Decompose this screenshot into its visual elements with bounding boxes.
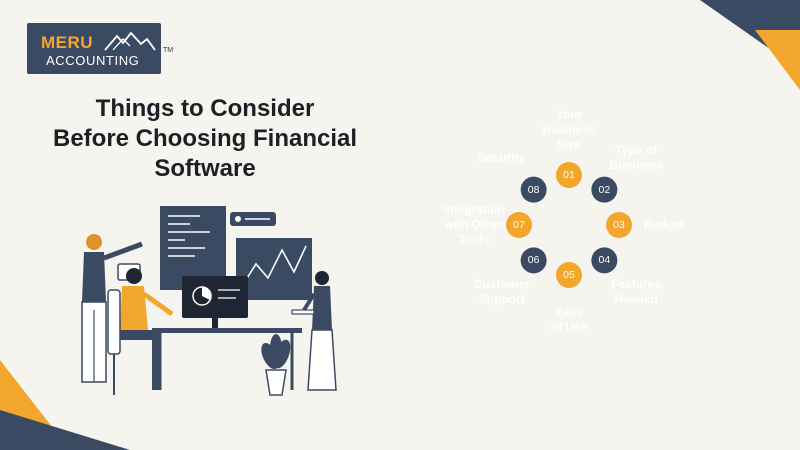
factor-number-05: 05	[563, 269, 575, 281]
mountain-icon	[104, 31, 156, 51]
factor-number-04: 04	[598, 254, 611, 267]
factor-number-07: 07	[513, 219, 525, 231]
brand-logo[interactable]: MERU ACCOUNTING TM	[27, 23, 173, 74]
number-badge-02	[591, 176, 618, 203]
number-badge-03	[606, 212, 632, 238]
factor-label-line: Your	[555, 107, 583, 122]
factor-label-line: Business	[542, 122, 596, 137]
factor-label-line: Size	[556, 137, 582, 152]
brand-name-line2: ACCOUNTING	[46, 53, 140, 68]
factor-number-02: 02	[598, 183, 611, 196]
top-right-corner-decoration	[700, 0, 800, 90]
factor-number-01: 01	[563, 169, 575, 181]
title-line-1: Things to Consider	[95, 95, 315, 122]
factor-label-line: Tools	[458, 232, 490, 247]
brand-name-line1: MERU	[41, 33, 94, 52]
factor-label-line: Customer	[473, 277, 530, 292]
factor-label-line: Business	[609, 157, 663, 172]
title-line-2: Before Choosing Financial	[52, 125, 358, 152]
factor-label-line: Ease	[554, 305, 584, 319]
number-badge-04	[591, 247, 618, 274]
factors-flower	[506, 162, 632, 288]
factor-label-line: Budget	[643, 217, 685, 232]
factor-label-line: of Use	[550, 320, 588, 334]
factor-label-line: with Other	[444, 217, 504, 232]
number-badge-08	[520, 176, 547, 203]
number-badge-01	[556, 162, 582, 188]
factor-number-06: 06	[527, 254, 540, 267]
office-illustration	[81, 206, 337, 396]
number-badge-05	[556, 262, 582, 288]
factor-label-line: Support	[478, 292, 525, 307]
page-title: Things to Consider Before Choosing Finan…	[40, 94, 370, 184]
factor-label-line: Needed	[614, 292, 658, 307]
number-badge-07	[506, 212, 532, 238]
number-badge-06	[520, 247, 547, 274]
factor-label-line: Features	[611, 277, 662, 292]
title-line-3: Software	[154, 155, 256, 182]
factor-label-line: Integration	[443, 202, 505, 217]
factor-label-03: Budget	[643, 218, 684, 233]
trademark-mark: TM	[163, 47, 174, 54]
factor-number-08: 08	[527, 183, 540, 196]
factor-label-line: Security	[478, 150, 526, 165]
bottom-left-corner-decoration	[0, 360, 130, 450]
factor-number-03: 03	[613, 219, 625, 231]
factor-label-line: Type of	[615, 142, 658, 157]
factor-label-08: Security	[478, 150, 525, 165]
